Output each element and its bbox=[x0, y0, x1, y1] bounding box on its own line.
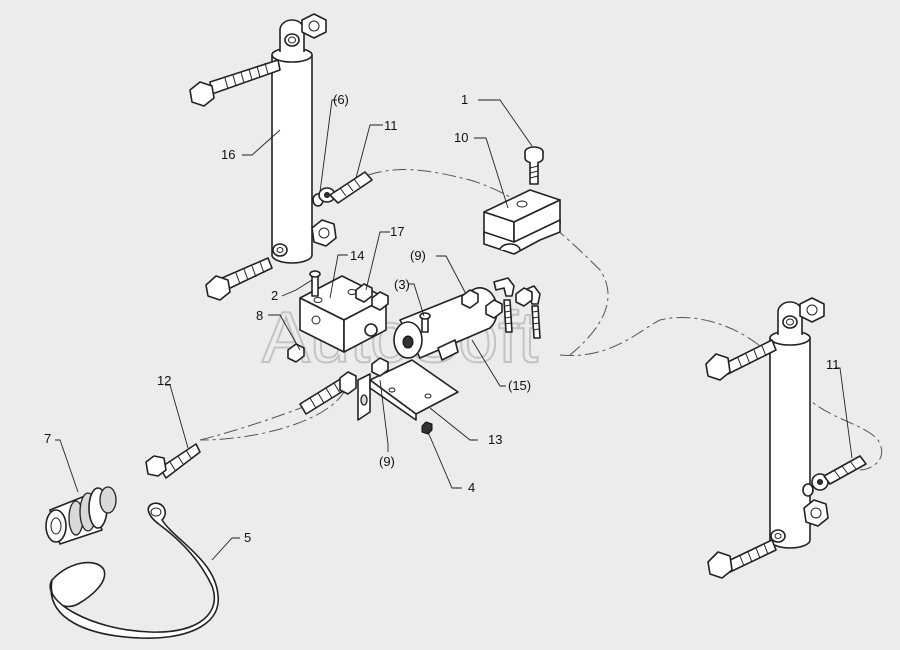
callout-10: 10 bbox=[454, 130, 468, 145]
callout-7: 7 bbox=[44, 431, 51, 446]
callout-13: 13 bbox=[488, 432, 502, 447]
callout-5: 5 bbox=[244, 530, 251, 545]
dust-cap bbox=[49, 502, 219, 639]
leader-lines bbox=[55, 99, 853, 561]
callout-12: 12 bbox=[157, 373, 171, 388]
callout-16: 16 bbox=[221, 147, 235, 162]
valve-cylinder-unit bbox=[393, 277, 541, 361]
callout-3: (3) bbox=[394, 277, 410, 292]
callout-14: 14 bbox=[350, 248, 364, 263]
hydraulic-cylinder-left bbox=[189, 13, 373, 301]
clamp-screw bbox=[524, 146, 544, 185]
callout-11-right: 11 bbox=[826, 357, 840, 372]
callout-6: (6) bbox=[333, 92, 349, 107]
callout-8: 8 bbox=[256, 308, 263, 323]
valve-block bbox=[287, 270, 389, 363]
quick-coupler bbox=[45, 486, 117, 545]
callout-17: 17 bbox=[390, 224, 404, 239]
hose-fitting-lower bbox=[299, 371, 357, 415]
callout-15: (15) bbox=[508, 378, 531, 393]
callout-9-upper: (9) bbox=[410, 248, 426, 263]
callout-1: 1 bbox=[461, 92, 468, 107]
callout-2: 2 bbox=[271, 288, 278, 303]
callout-4: 4 bbox=[468, 480, 475, 495]
callout-9-lower: (9) bbox=[379, 454, 395, 469]
hose-fitting-12 bbox=[145, 443, 201, 479]
clamp-block bbox=[483, 189, 561, 255]
callout-labels: 1 2 (3) 4 5 (6) 7 8 (9) (9) 10 11 11 12 … bbox=[44, 92, 840, 545]
callout-11-left: 11 bbox=[384, 118, 398, 133]
hydraulic-cylinder-right bbox=[705, 297, 867, 579]
